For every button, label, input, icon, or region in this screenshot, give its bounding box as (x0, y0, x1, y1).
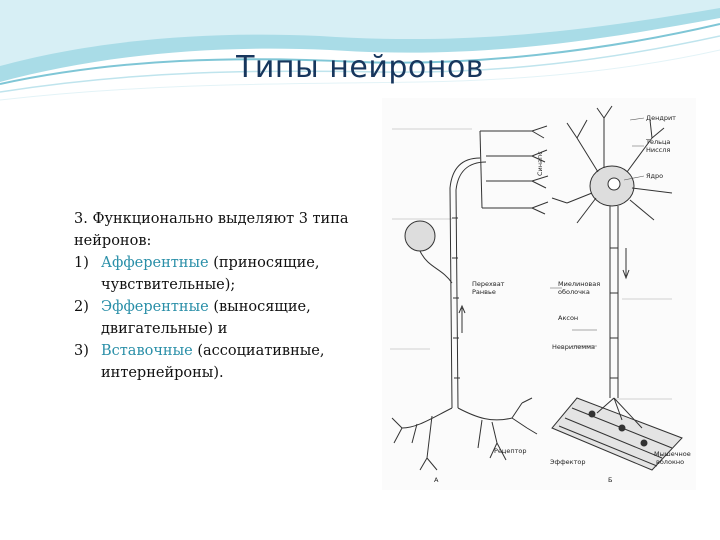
slide-body: 3. Функционально выделяют 3 типа нейроно… (74, 208, 384, 384)
list-item: 3) Вставочные (ассоциативные, интернейрон… (74, 340, 384, 384)
afferent-neuron (391, 125, 549, 471)
label-myelin-1: Миелиновая (558, 280, 600, 288)
item-term: Вставочные (101, 343, 193, 359)
label-leaders (550, 117, 645, 347)
label-nissl-2: Ниссля (646, 146, 670, 154)
item-number: 1) (74, 255, 89, 271)
item-description: (выносящие, двигательные) и (101, 299, 311, 337)
intro-text: 3. Функционально выделяют 3 типа нейроно… (74, 211, 349, 249)
label-effector: Эффектор (550, 458, 585, 466)
label-neurilemma: Неврилемма (552, 343, 595, 351)
label-axon: Аксон (558, 314, 578, 322)
background-text-ghost (390, 128, 672, 400)
item-number: 2) (74, 299, 89, 315)
label-nucleus: Ядро (646, 172, 663, 180)
label-nissl-1: Тельца (645, 138, 670, 146)
label-ranvier-1: Перехват (472, 280, 505, 288)
label-panel-b: Б (608, 476, 612, 484)
neuron-diagram: Дендрит Тельца Ниссля Ядро Синапс Перехв… (390, 105, 691, 484)
slide-title: Типы нейронов (236, 50, 484, 85)
item-description: (приносящие, чувствительные); (101, 255, 320, 293)
label-muscle-1: Мышечное (654, 450, 691, 458)
efferent-neuron (551, 105, 683, 471)
neuron-types-list: 1) Афферентные (приносящие, чувствительны… (74, 252, 384, 384)
label-receptor: Рецептор (494, 447, 526, 455)
header-wave-decoration (0, 0, 720, 101)
label-myelin-2: оболочка (558, 288, 590, 296)
list-item: 1) Афферентные (приносящие, чувствительны… (74, 252, 384, 296)
neuron-diagram-figure: Дендрит Тельца Ниссля Ядро Синапс Перехв… (382, 98, 696, 490)
label-ranvier-2: Ранвье (472, 288, 496, 296)
item-number: 3) (74, 343, 89, 359)
list-item: 2) Эфферентные (выносящие, двигательные) … (74, 296, 384, 340)
label-dendrite: Дендрит (646, 114, 676, 122)
item-description: (ассоциативные, интернейроны). (101, 343, 325, 381)
item-term: Афферентные (101, 255, 209, 271)
item-term: Эфферентные (101, 299, 209, 315)
label-panel-a: А (434, 476, 439, 484)
label-muscle-2: волокно (656, 458, 684, 466)
label-synapse: Синапс (536, 151, 544, 176)
